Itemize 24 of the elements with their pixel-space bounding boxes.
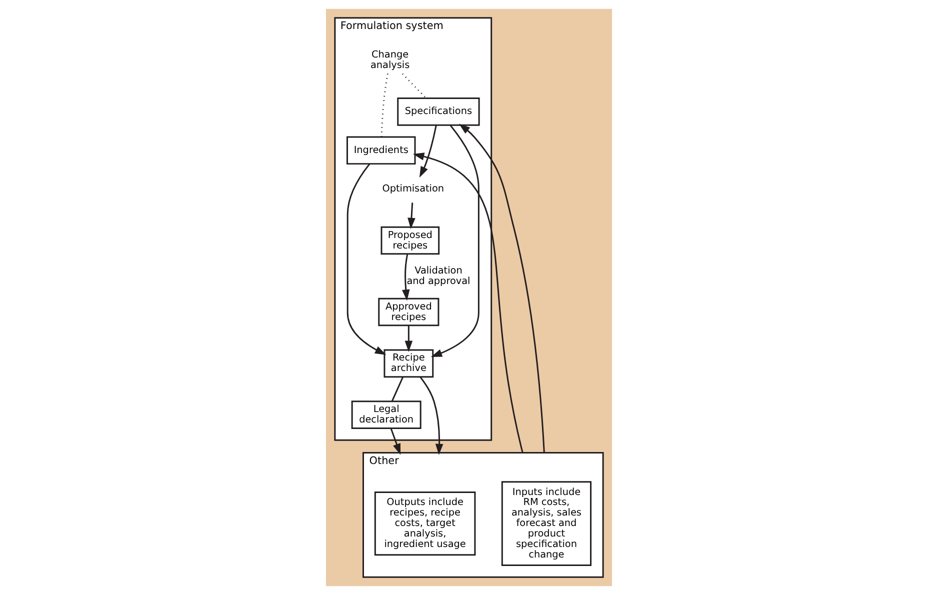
node-box: Recipe archive [383, 349, 434, 378]
arrow [407, 202, 415, 230]
node-box: Inputs include RM costs, analysis, sales forecast and product specification change [500, 481, 592, 566]
arrow [458, 124, 544, 453]
arrow [418, 124, 436, 178]
edge-label: Validation and approval [406, 266, 470, 288]
connector [380, 74, 388, 137]
node-box: Outputs include recipes, recipe costs, target analysis, ingredient usage [374, 492, 476, 556]
node-box: Approved recipes [378, 298, 439, 326]
connector [401, 73, 426, 98]
connector [390, 376, 404, 402]
node-text: Optimisation [382, 184, 444, 195]
arrow [390, 428, 400, 455]
arrow [401, 254, 410, 301]
node-box: Proposed recipes [380, 226, 440, 255]
node-box: Ingredients [346, 136, 416, 165]
arrow [346, 163, 386, 355]
arrow [430, 124, 479, 358]
arrow [412, 152, 523, 453]
node-box: Specifications [396, 98, 480, 126]
node-box: Legal declaration [350, 400, 421, 429]
node-text: Change analysis [370, 50, 410, 72]
arrow [419, 376, 443, 456]
arrow [404, 326, 412, 352]
